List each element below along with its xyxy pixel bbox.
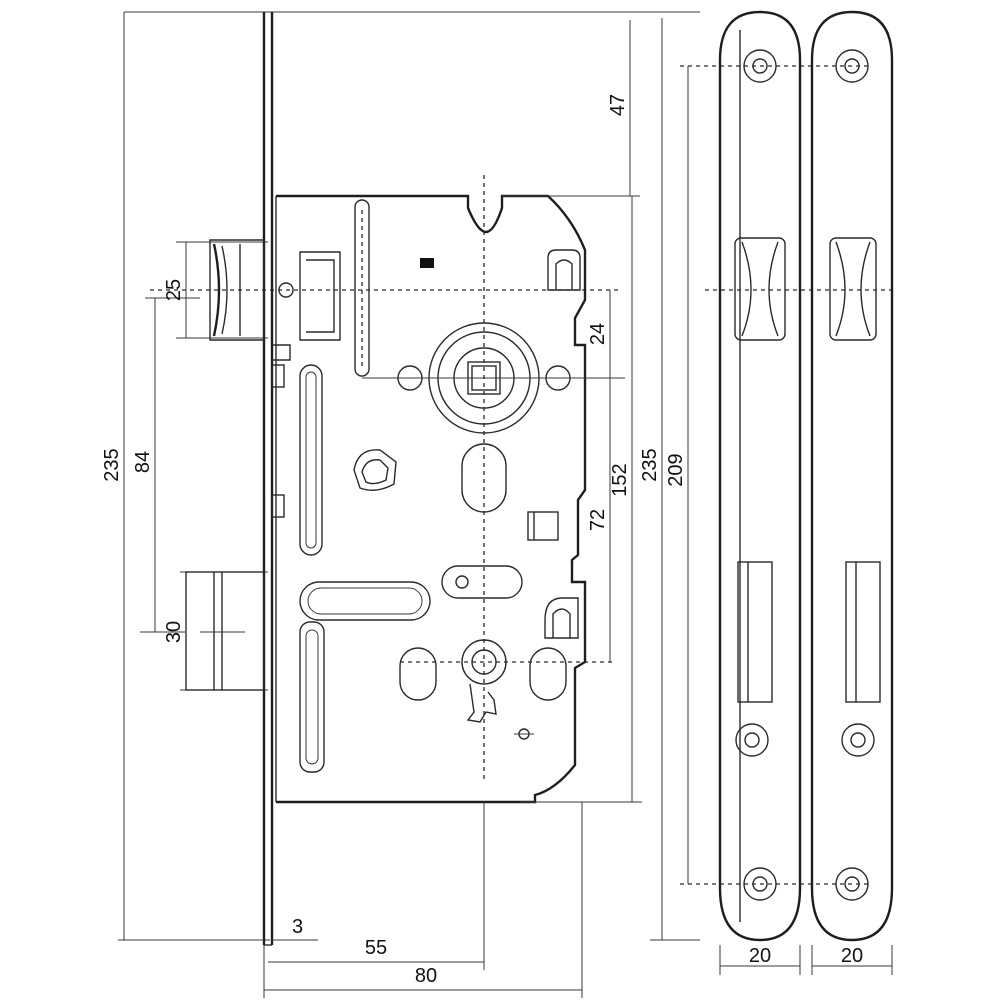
dim-20-left: 20 [749,945,771,967]
slot-horizontal [441,565,523,599]
dim-152: 152 [609,463,631,496]
handle-follower [362,175,625,780]
overall-height-dimension-right: 235 [639,18,700,941]
faceplate-front-1: 20 [705,10,892,975]
dim-20-right: 20 [841,945,863,967]
dim-3: 3 [292,916,303,938]
latch-bolt [150,239,620,341]
latch-arm [272,251,341,361]
faceplate-front-2: 20 [810,10,894,975]
slot-bolt-vertical [299,621,325,773]
handle-to-key-dimension: 84 [132,297,200,633]
key-cylinder [399,639,612,740]
slot-vertical-upper [299,364,323,556]
square-stop [527,511,559,541]
faceplate-clip-1 [271,364,285,388]
slot-bolt-horizontal [299,581,431,621]
top-offset-dimension: 47 [502,20,640,197]
dim-72: 72 [587,509,609,531]
follower-to-key-dimension: 72 [587,378,611,662]
indicator-block [420,258,434,268]
dim-235-right: 235 [639,448,661,481]
follower-to-edge-dimension: 24 [587,290,611,378]
dim-55: 55 [365,937,387,959]
cam-part [353,449,397,491]
dim-47: 47 [607,94,629,116]
spring-strip [354,199,370,377]
dim-209: 209 [665,453,687,486]
dim-80: 80 [415,965,437,987]
overall-height-dimension-left: 235 [101,11,700,941]
dim-24: 24 [587,323,609,345]
slot-middle [461,443,507,513]
faceplate-clip-2 [271,494,285,518]
dim-84: 84 [132,451,154,473]
body-depth-dimension: 80 [263,802,583,998]
deadbolt-height-dimension: 30 [163,571,268,691]
faceplate-side [262,12,274,946]
dim-235-left: 235 [101,448,123,481]
body-height-dimension: 152 [520,196,642,803]
faceplate-thickness-dimension: 3 [244,916,318,941]
dim-30: 30 [163,621,185,643]
lower-notch [544,597,579,639]
upper-notch [547,249,581,291]
fixing-hole-spacing-dimension: 209 [665,65,870,885]
deadbolt [185,571,265,691]
backset-dimension: 55 [268,802,485,970]
